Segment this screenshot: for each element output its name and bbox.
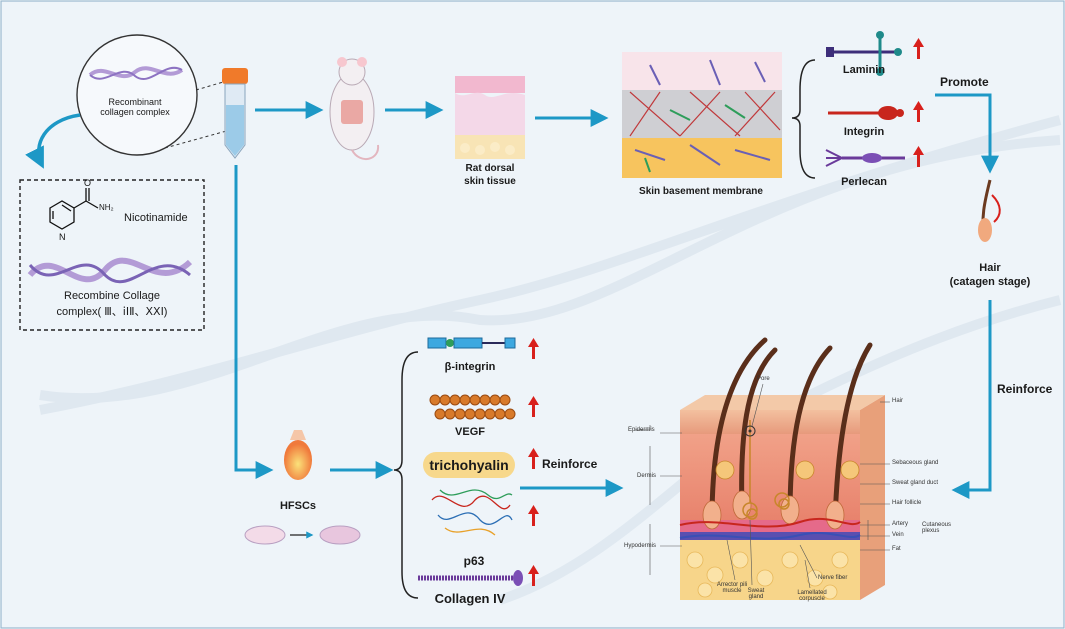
skin-label-sweat-duct: Sweat gland duct (892, 480, 939, 486)
skin-label-pore: Pore (757, 376, 770, 382)
hfscs-label: HFSCs (279, 500, 317, 512)
skin-label-arrector-pili: Arrector pili muscle (716, 582, 748, 594)
mid-bracket (393, 351, 419, 599)
p63-protein-icon (431, 489, 513, 536)
basement-membrane (622, 52, 782, 178)
skin-label-fat: Fat (892, 546, 901, 552)
skin-label-vein: Vein (892, 532, 904, 538)
p63-label: p63 (463, 554, 485, 568)
rat-illustration (329, 57, 380, 160)
vegf-label: VEGF (455, 426, 485, 438)
beta-integrin-icon (427, 337, 516, 349)
hair-label-line2: (catagen stage) (949, 276, 1031, 288)
skin-label-epidermis: Epidermis (628, 427, 655, 433)
hfscs-icon (244, 430, 361, 545)
integrin-icon (828, 106, 904, 120)
skin-label-lines (635, 383, 890, 589)
collagen-iv-label: Collagen IV (434, 591, 506, 606)
svg-text:O: O (84, 178, 91, 188)
rat-label-line2: skin tissue (464, 176, 516, 187)
skin-label-hair-follicle: Hair follicle (892, 500, 922, 506)
skin-label-artery: Artery (892, 521, 909, 527)
skin-label-hair: Hair (892, 398, 904, 404)
integrin-label: Integrin (843, 126, 885, 138)
recombine-collagen-helix (27, 257, 193, 284)
collagen-complex-label: Recombinant collagen complex (100, 97, 170, 118)
reinforce-right-label: Reinforce (997, 382, 1053, 396)
reinforce-mid-label: Reinforce (542, 457, 598, 471)
test-tube (222, 68, 248, 159)
laminin-icon (826, 31, 902, 76)
skin-label-lamellated: Lamellated corpuscle (797, 590, 827, 602)
skin-label-hypodermis: Hypodermis (624, 543, 657, 549)
flow-arrows (234, 93, 999, 499)
top-bracket (791, 59, 816, 179)
promote-label: Promote (940, 75, 989, 89)
beta-integrin-label: β-integrin (444, 361, 496, 373)
curved-arrow (25, 113, 81, 169)
nicotinamide-label: Nicotinamide (124, 212, 188, 224)
skin-cross-section (679, 337, 885, 600)
skin-label-dermis: Dermis (637, 473, 656, 479)
skin-label-sebaceous: Sebaceous gland (892, 460, 939, 466)
recombine-label-line1: Recombine Collage (64, 290, 160, 302)
skin-label-cutaneous-plexus: Cutaneous plexus (922, 522, 952, 534)
up-arrows-mid (528, 338, 539, 586)
nh2-label: NH₂ (99, 203, 114, 212)
up-arrows-top (913, 38, 924, 167)
svg-text:N: N (59, 232, 66, 242)
collagen-circle-inset (76, 34, 231, 156)
recombine-label-line2: complex( Ⅲ、ⅰⅠⅡ、ⅩⅩⅠ) (56, 306, 168, 318)
skin-label-sweat-gland: Sweat gland (747, 588, 765, 600)
vegf-icon (429, 394, 516, 420)
skin-label-nerve-fiber: Nerve fiber (818, 575, 848, 581)
nicotinamide-box (19, 179, 205, 331)
trichohyalin-pill: trichohyalin (423, 452, 515, 478)
hair-label-line1: Hair (979, 262, 1001, 274)
nicotinamide-structure (49, 188, 99, 230)
hair-catagen-icon (978, 179, 1001, 242)
rat-skin-block (455, 76, 525, 159)
perlecan-label: Perlecan (841, 176, 887, 188)
rat-label-line1: Rat dorsal (465, 163, 515, 174)
collagen-iv-icon (418, 570, 523, 586)
basement-membrane-label: Skin basement membrane (639, 186, 763, 197)
laminin-label: Laminin (842, 64, 886, 76)
perlecan-icon (825, 149, 905, 167)
